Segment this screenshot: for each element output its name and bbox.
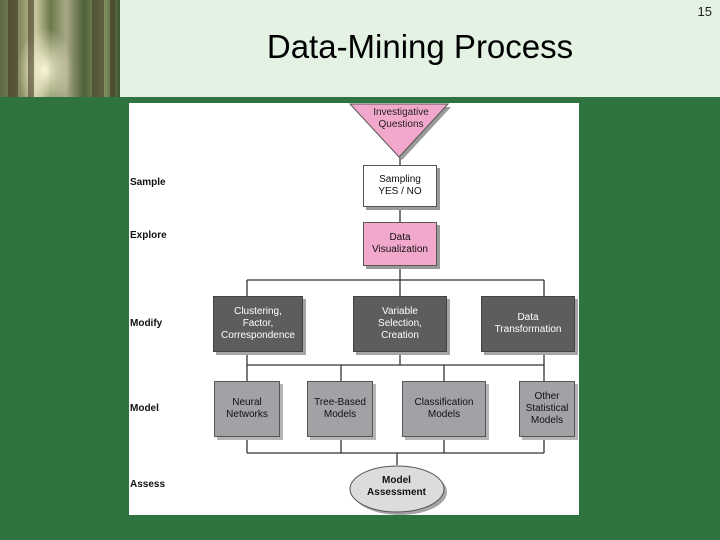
tree-based-models-box: Tree-Based Models <box>307 381 373 437</box>
other-statistical-models-box: Other Statistical Models <box>519 381 575 437</box>
investigative-questions-label: Investigative Questions <box>373 107 429 130</box>
stage-explore: Explore <box>130 230 167 241</box>
stage-assess: Assess <box>130 479 166 490</box>
data-transformation-box: Data Transformation <box>481 296 575 352</box>
forest-photo <box>0 0 120 97</box>
data-visualization-box: Data Visualization <box>363 222 437 266</box>
variable-selection-box: Variable Selection, Creation <box>353 296 447 352</box>
start-triangle <box>348 103 450 158</box>
classification-models-box: Classification Models <box>402 381 486 437</box>
stage-sample: Sample <box>130 177 166 188</box>
clustering-box: Clustering, Factor, Correspondence <box>213 296 303 352</box>
stage-model: Model <box>130 403 159 414</box>
diagram-panel: Investigative Questions Sample Explore M… <box>129 103 579 515</box>
neural-networks-box: Neural Networks <box>214 381 280 437</box>
stage-modify: Modify <box>130 318 163 329</box>
connector-lines <box>246 103 545 515</box>
sampling-box: Sampling YES / NO <box>363 165 437 207</box>
slide-title: Data-Mining Process <box>266 28 574 65</box>
assessment-ellipse <box>349 465 445 513</box>
slide-number: 15 <box>697 4 712 19</box>
slide-header: 15 Data-Mining Process <box>0 0 720 97</box>
model-assessment-label: Model Assessment <box>367 475 426 498</box>
